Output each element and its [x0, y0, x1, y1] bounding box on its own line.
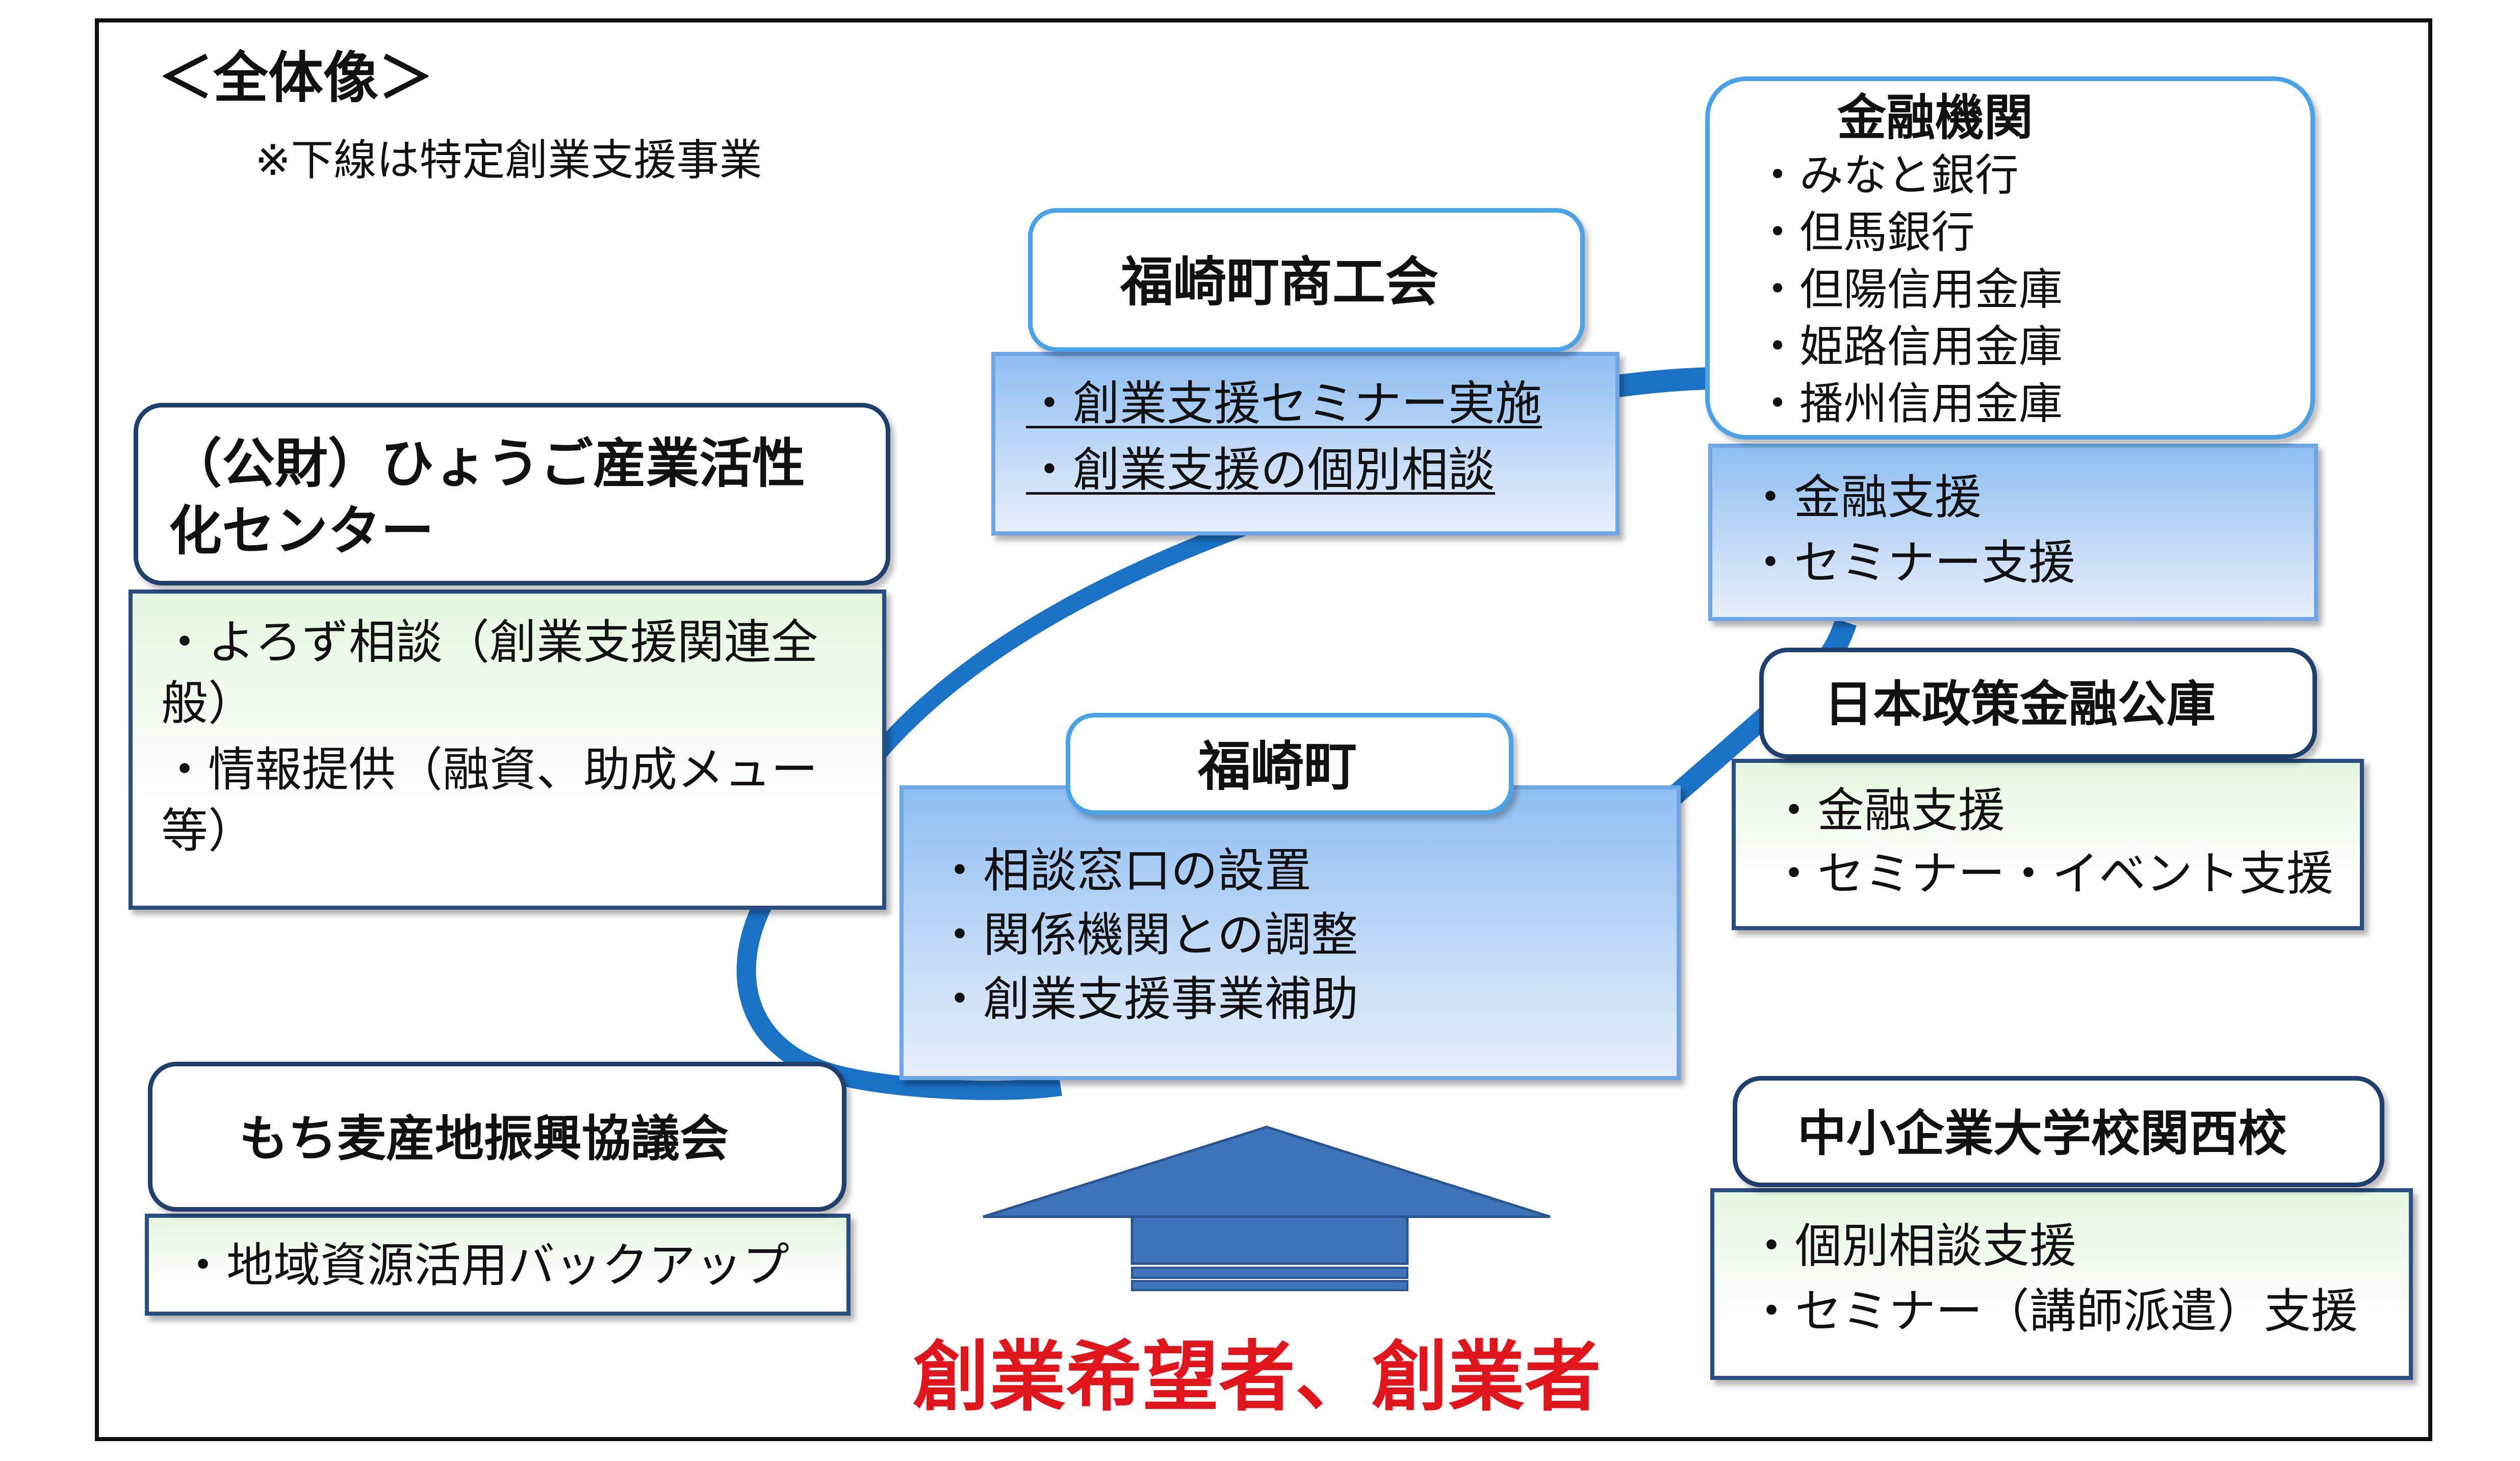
town-item: ・相談窓口の設置 — [936, 843, 1312, 898]
mochi-support-box: ・地域資源活用バックアップ — [145, 1214, 851, 1316]
town-support-box: ・相談窓口の設置 ・関係機関との調整 ・創業支援事業補助 — [899, 785, 1681, 1080]
town-item: ・関係機関との調整 — [936, 908, 1358, 962]
smrj-title: 中小企業大学校関西校 — [1797, 1105, 2287, 1162]
diagram-frame — [95, 18, 2432, 1441]
hyogo-item: 般） — [161, 676, 255, 731]
connector-shoko-hyogo — [850, 517, 1252, 786]
hyogo-title-line1: （公財）ひょうご産業活性 — [169, 432, 806, 495]
smrj-item: ・個別相談支援 — [1748, 1219, 2077, 1273]
mochi-item: ・地域資源活用バックアップ — [179, 1238, 790, 1293]
shoko-support-box: ・創業支援セミナー実施 ・創業支援の個別相談 — [991, 352, 1619, 535]
hyogo-item: 等） — [161, 804, 255, 858]
jfc-title-box: 日本政策金融公庫 — [1759, 648, 2317, 759]
jfc-item: ・セミナー・イベント支援 — [1770, 847, 2334, 901]
mochi-title: もち麦産地振興協議会 — [239, 1110, 729, 1167]
hyogo-title-box: （公財）ひょうご産業活性 化センター — [134, 403, 890, 585]
jfc-title: 日本政策金融公庫 — [1824, 676, 2216, 733]
smrj-support-box: ・個別相談支援 ・セミナー（講師派遣）支援 — [1710, 1188, 2413, 1380]
town-title-box: 福崎町 — [1066, 713, 1513, 815]
jfc-support-box: ・金融支援 ・セミナー・イベント支援 — [1732, 759, 2364, 930]
hyogo-support-box: ・よろず相談（創業支援関連全 般） ・情報提供（融資、助成メュー 等） — [128, 589, 886, 910]
bank-title-box: 金融機関 ・みなと銀行 ・但馬銀行 ・但陽信用金庫 ・姫路信用金庫 ・播州信用金… — [1705, 76, 2315, 440]
shoko-item: ・創業支援の個別相談 — [1026, 443, 1496, 497]
target-label: 創業希望者、創業者 — [913, 1333, 1602, 1422]
mochi-title-box: もち麦産地振興協議会 — [148, 1062, 846, 1212]
bank-item: ・金融支援 — [1747, 470, 1982, 525]
town-title: 福崎町 — [1198, 735, 1357, 798]
hyogo-title-line2: 化センター — [169, 500, 434, 562]
bank-member: ・姫路信用金庫 — [1756, 321, 2063, 372]
up-arrow-icon — [983, 1125, 1551, 1291]
bank-support-box: ・金融支援 ・セミナー支援 — [1708, 444, 2318, 621]
page-heading: ＜全体像＞ — [158, 46, 434, 110]
shoko-title: 福崎町商工会 — [1120, 251, 1439, 313]
hyogo-item: ・よろず相談（創業支援関連全 — [161, 615, 818, 670]
shoko-title-box: 福崎町商工会 — [1028, 208, 1585, 352]
legend-note: ※下線は特定創業支援事業 — [255, 135, 762, 185]
hyogo-item: ・情報提供（融資、助成メュー — [161, 742, 818, 797]
bank-member: ・みなと銀行 — [1756, 150, 2019, 201]
bank-member: ・但馬銀行 — [1756, 207, 1975, 258]
bank-title: 金融機関 — [1837, 89, 2033, 146]
smrj-title-box: 中小企業大学校関西校 — [1733, 1076, 2384, 1187]
town-item: ・創業支援事業補助 — [936, 972, 1359, 1027]
bank-item: ・セミナー支援 — [1747, 535, 2076, 590]
bank-member: ・但陽信用金庫 — [1756, 264, 2063, 315]
jfc-item: ・金融支援 — [1770, 783, 2005, 838]
bank-member: ・播州信用金庫 — [1756, 378, 2063, 429]
smrj-item: ・セミナー（講師派遣）支援 — [1748, 1284, 2358, 1339]
shoko-item: ・創業支援セミナー実施 — [1026, 376, 1542, 431]
